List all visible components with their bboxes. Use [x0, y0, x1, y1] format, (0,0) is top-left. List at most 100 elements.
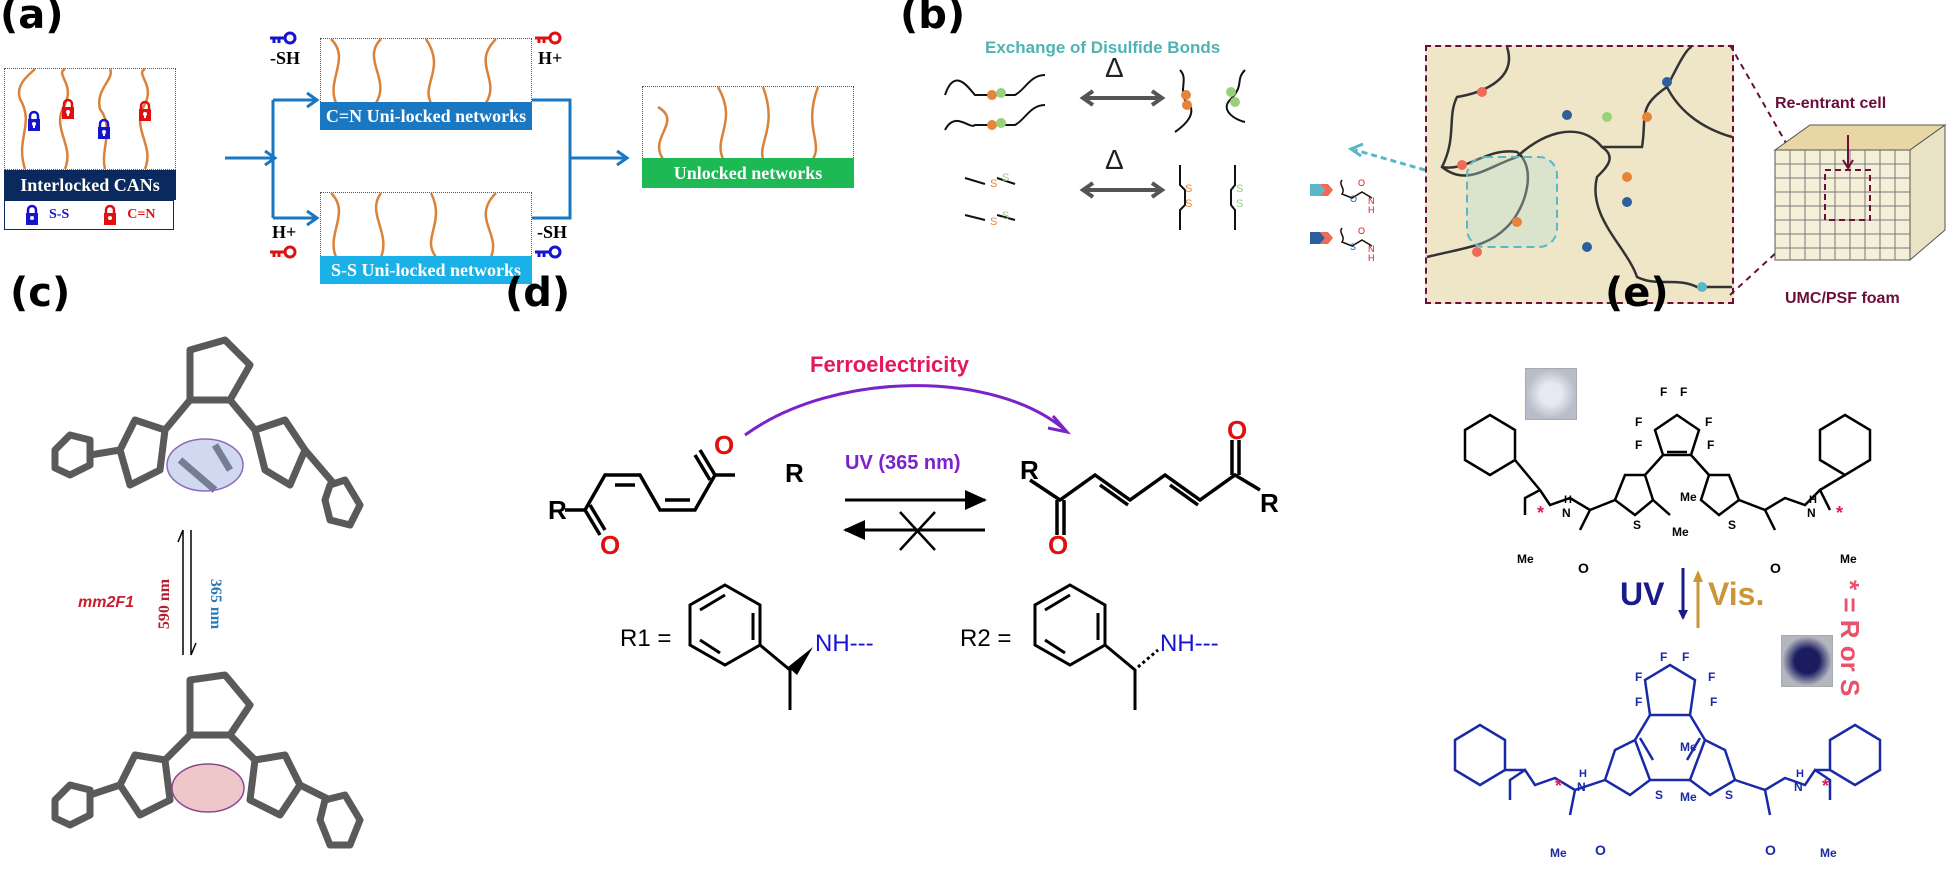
methyl-group: Me	[1680, 490, 1697, 504]
stereocenter-marker: *	[1836, 503, 1844, 523]
reverse-wavelength: 590 nm	[156, 578, 174, 630]
fluorine-atom: F	[1660, 650, 1668, 664]
fluorine-atom: F	[1710, 695, 1718, 709]
lock-legend: S-S C=N	[4, 200, 174, 230]
stereocenter-marker: *	[1537, 503, 1545, 523]
sulfur-atom: S	[1633, 518, 1642, 532]
fluorine-atom: F	[1660, 385, 1668, 399]
photoswitch-arrows	[177, 529, 197, 656]
lock-icon-cn	[104, 204, 117, 225]
r1-phenylethyl-structure	[688, 583, 813, 710]
forward-wavelength: 365 nm	[207, 578, 225, 630]
carbonyl-oxygen: O	[1765, 842, 1776, 858]
panel-label-b: (b)	[900, 0, 966, 38]
fluorine-atom: F	[1680, 385, 1688, 399]
methyl-group: Me	[1672, 525, 1689, 539]
stereo-note: * = R or S	[1835, 580, 1865, 697]
fluorine-atom: F	[1635, 695, 1643, 709]
carbonyl-oxygen: O	[1595, 842, 1606, 858]
ss-unilocked-label: S-S Uni-locked networks	[320, 256, 532, 284]
interlocked-network-box	[4, 67, 176, 170]
r1-label: R1 =	[620, 625, 672, 652]
crystal-photo-closed	[1781, 635, 1833, 687]
sulfur-atom: S	[1185, 198, 1193, 210]
sulfur-atom: S	[1350, 242, 1357, 252]
panel-label-a: (a)	[0, 0, 64, 38]
unlocked-label: Unlocked networks	[642, 158, 854, 188]
sulfur-atom: S	[1725, 788, 1734, 802]
sulfur-atom: S	[990, 178, 998, 190]
sulfur-atom: S	[990, 216, 998, 228]
open-isomer-structure	[1463, 413, 1872, 531]
methyl-group: Me	[1820, 846, 1837, 860]
heat-symbol-top: Δ	[1105, 52, 1124, 83]
vis-label: Vis.	[1708, 576, 1765, 612]
lower-reagent-in: H+	[272, 222, 297, 242]
methyl-group: Me	[1680, 790, 1697, 804]
fluorine-atom: F	[1682, 650, 1690, 664]
r2-nh-label: NH---	[1160, 630, 1219, 657]
amide-hydrogen: H	[1564, 494, 1572, 506]
sulfur-atom: S	[1002, 210, 1010, 222]
sulfur-atom: S	[1728, 518, 1737, 532]
ferroelectricity-arrow	[744, 384, 1072, 437]
amide-hydrogen: H	[1579, 768, 1587, 780]
zoom-pointer-arrow	[1347, 142, 1426, 172]
cn-unilocked-label: C=N Uni-locked networks	[320, 102, 532, 130]
r-group: R	[1020, 455, 1039, 485]
methyl-group: Me	[1680, 740, 1697, 754]
compound-label: mm2F1	[78, 594, 135, 611]
r1-nh-label: NH---	[815, 630, 874, 657]
amide-nitrogen: N	[1562, 506, 1571, 520]
methyl-group: Me	[1517, 552, 1534, 566]
panel-label-d: (d)	[505, 270, 571, 316]
sulfur-atom: S	[1236, 198, 1244, 210]
nitrogen-atom: N	[1368, 244, 1375, 254]
fluorine-atom: F	[1707, 438, 1715, 452]
uv-vis-arrows	[1678, 568, 1703, 628]
interlocked-cans-label: Interlocked CANs	[4, 170, 176, 200]
stereocenter-marker: *	[1555, 776, 1563, 796]
carbonyl-oxygen: O	[1358, 226, 1366, 236]
oxygen-atom: O	[1048, 530, 1069, 560]
polymer-network-detail	[1425, 45, 1734, 304]
r-group: R	[1260, 488, 1279, 518]
carbonyl-oxygen: O	[1578, 560, 1589, 576]
closed-isomer-structure	[1453, 663, 1882, 816]
legend-cn-label: C=N	[127, 207, 156, 222]
disulfide-exchange-scheme	[944, 69, 1246, 230]
sulfur-atom: S	[1236, 183, 1244, 195]
unlocked-network-box	[642, 86, 854, 160]
oxygen-atom: O	[1350, 194, 1358, 204]
hydrogen-atom: H	[1368, 205, 1375, 215]
carbonyl-oxygen: O	[1358, 178, 1366, 188]
uv-condition-label: UV (365 nm)	[845, 452, 961, 474]
r2-label: R2 =	[960, 625, 1012, 652]
uv-label: UV	[1620, 576, 1665, 612]
hydrogen-atom: H	[1368, 253, 1375, 263]
heat-symbol-bottom: Δ	[1105, 144, 1124, 175]
amide-hydrogen: H	[1809, 494, 1817, 506]
nitrogen-atom: N	[1368, 196, 1375, 206]
cis-diene-structure	[565, 449, 735, 536]
amide-hydrogen: H	[1796, 768, 1804, 780]
lower-reagent-out: -SH	[537, 222, 568, 242]
sulfur-atom: S	[1655, 788, 1664, 802]
panel-label-c: (c)	[10, 270, 71, 316]
fluorine-atom: F	[1635, 670, 1643, 684]
reentrant-cell-label: Re-entrant cell	[1775, 95, 1887, 112]
legend-ss-label: S-S	[49, 207, 70, 222]
fluorine-atom: F	[1705, 415, 1713, 429]
reaction-arrows	[843, 490, 987, 551]
disulfide-exchange-title: Exchange of Disulfide Bonds	[985, 38, 1221, 57]
fluorine-atom: F	[1708, 670, 1716, 684]
methyl-group: Me	[1840, 552, 1857, 566]
oxygen-atom: O	[1227, 415, 1248, 445]
foam-label: UMC/PSF foam	[1785, 290, 1900, 307]
amide-nitrogen: N	[1794, 780, 1803, 794]
amide-nitrogen: N	[1807, 506, 1816, 520]
fluorine-atom: F	[1635, 438, 1643, 452]
crystal-photo-open	[1525, 368, 1577, 420]
r-group: R	[548, 495, 567, 525]
oxygen-atom: O	[600, 530, 621, 560]
